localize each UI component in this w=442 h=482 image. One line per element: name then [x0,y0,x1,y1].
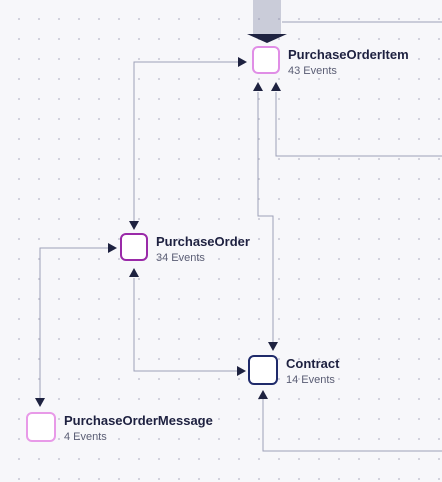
node-icon [248,355,278,385]
edge-offscreen-bottom-contract [262,398,442,452]
node-icon [26,412,56,442]
node-purchase-order[interactable]: PurchaseOrder 34 Events [120,233,250,265]
arrowhead-order-left-in [108,243,117,253]
arrowhead-contract-top-in [268,342,278,351]
node-event-count: 4 Events [64,431,107,443]
node-name: Contract [286,356,340,371]
node-name: PurchaseOrder [156,234,250,249]
edge-purchaseorder-contract [133,278,238,372]
node-purchase-order-message[interactable]: PurchaseOrderMessage 4 Events [26,412,213,444]
node-event-count: 43 Events [288,65,337,77]
arrowhead-message-top-in [35,398,45,407]
arrowhead-item-bottom-out-2 [271,82,281,91]
arrowhead-order-bottom-out [129,268,139,277]
edge-offscreen-right-item [275,92,442,157]
node-purchase-order-item[interactable]: PurchaseOrderItem 43 Events [252,46,409,78]
node-name: PurchaseOrderMessage [64,413,213,428]
edge-purchaseorder-purchaseorderitem [133,61,242,222]
arrowhead-item-bottom-out-1 [253,82,263,91]
arrowhead-item-left-in [238,57,247,67]
incoming-edge-bundle [253,0,281,34]
arrowhead-bundle-in [247,34,287,43]
arrowhead-order-top-in [129,221,139,230]
node-icon [252,46,280,74]
node-event-count: 14 Events [286,374,335,386]
node-icon [120,233,148,261]
node-name: PurchaseOrderItem [288,47,409,62]
node-event-count: 34 Events [156,252,205,264]
arrowhead-contract-bottom-out [258,390,268,399]
edge-purchaseorderitem-contract [257,92,274,346]
node-contract[interactable]: Contract 14 Events [248,355,339,387]
edge-purchaseorder-message [39,247,110,398]
arrowhead-contract-left-in [237,366,246,376]
